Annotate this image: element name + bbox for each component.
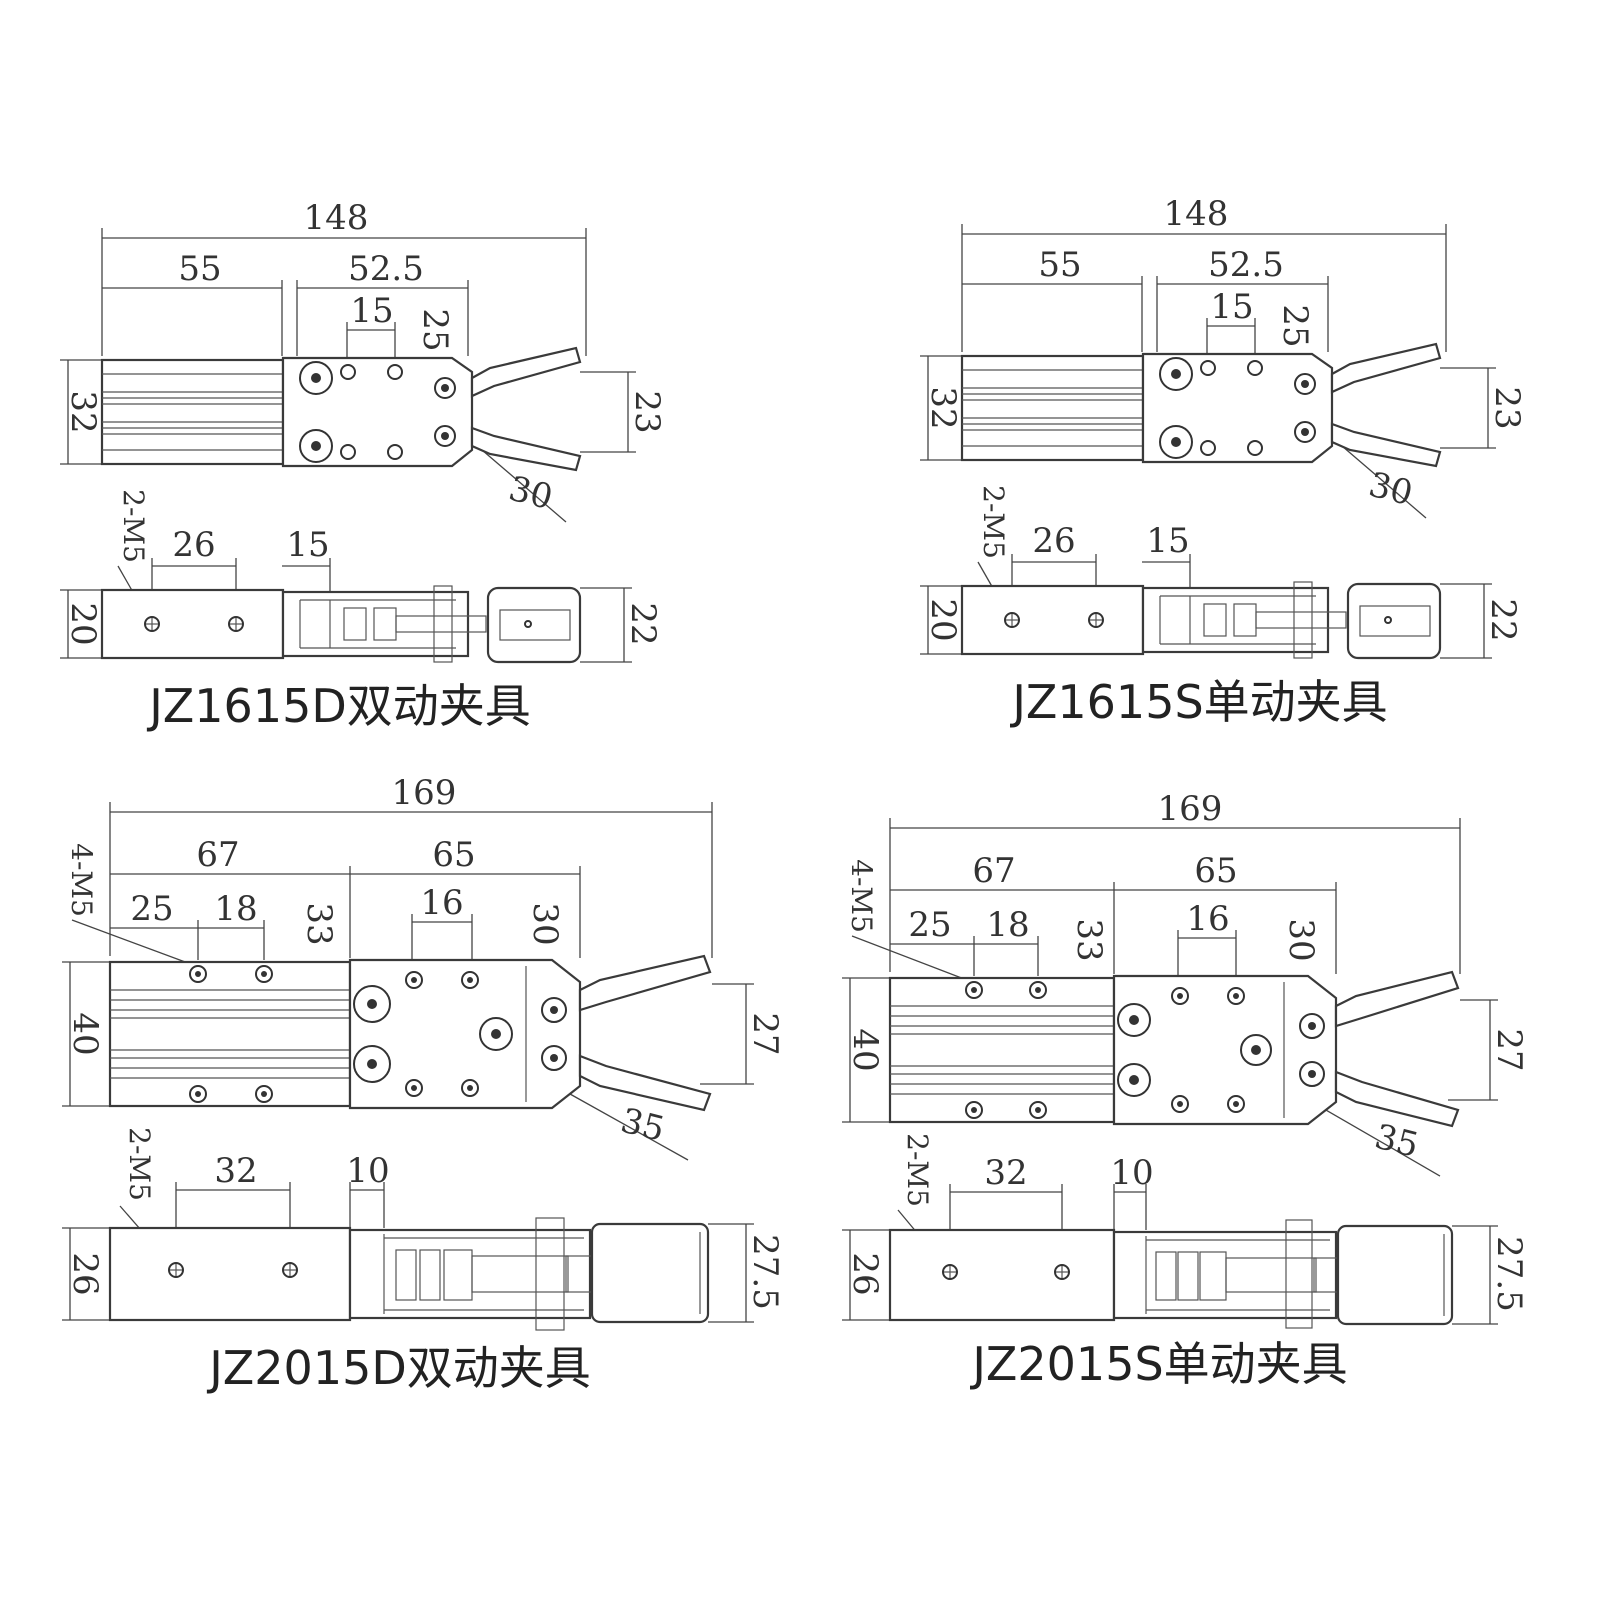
dim-jaw-length: 30 xyxy=(1365,465,1417,514)
dim-jaw-open: 23 xyxy=(1487,386,1527,429)
dim-side-offset: 10 xyxy=(346,1151,389,1191)
dim-side-height: 26 xyxy=(65,1252,105,1295)
top-view: 148 55 52.5 15 25 32 23 30 xyxy=(920,194,1527,519)
dim-jaw-open: 27 xyxy=(1489,1028,1529,1071)
dim-jaw-length: 30 xyxy=(505,469,557,518)
dim-overall: 148 xyxy=(304,198,369,238)
dim-side-height: 20 xyxy=(63,602,103,645)
dim-width: 32 xyxy=(63,390,103,433)
dim-jaw-open: 23 xyxy=(627,390,667,433)
dim-side-height: 20 xyxy=(923,598,963,641)
dim-body: 55 xyxy=(178,249,221,289)
label-thread: 2-M5 xyxy=(123,1127,156,1201)
dim-head-hole: 16 xyxy=(420,883,463,923)
label-thread: 2-M5 xyxy=(901,1133,934,1207)
dim-width: 32 xyxy=(923,386,963,429)
dim-hole-b: 18 xyxy=(214,889,257,929)
dim-overall: 169 xyxy=(1158,789,1223,829)
dim-jaw-length: 35 xyxy=(617,1101,669,1150)
top-view: 169 67 65 25 18 33 16 30 4-M5 xyxy=(62,773,785,1161)
dim-head: 52.5 xyxy=(348,249,424,289)
dim-side-jaw-height: 22 xyxy=(623,602,663,645)
caption: JZ2015D双动夹具 xyxy=(206,1341,591,1395)
dim-head-vertical: 30 xyxy=(1281,918,1321,961)
dim-hole-vertical: 25 xyxy=(1275,304,1315,347)
dim-side-hole-spacing: 26 xyxy=(1032,521,1075,561)
dim-hole-spacing: 15 xyxy=(350,291,393,331)
side-view: 32 10 2-M5 26 27.5 xyxy=(842,1133,1529,1329)
label-thread: 2-M5 xyxy=(117,489,150,563)
dim-side-offset: 10 xyxy=(1110,1153,1153,1193)
dim-side-offset: 15 xyxy=(286,525,329,565)
dim-hole-spacing: 15 xyxy=(1210,287,1253,327)
dim-body: 67 xyxy=(972,851,1015,891)
dim-overall: 148 xyxy=(1164,194,1229,234)
dim-side-jaw-height: 22 xyxy=(1483,598,1523,641)
dim-overall: 169 xyxy=(392,773,457,813)
dim-hole-vertical: 33 xyxy=(1069,918,1109,961)
dim-body: 67 xyxy=(196,835,239,875)
dim-hole-b: 18 xyxy=(986,905,1029,945)
dim-side-hole-spacing: 26 xyxy=(172,525,215,565)
dim-head: 52.5 xyxy=(1208,245,1284,285)
panel-jz2015d: 169 67 65 25 18 33 16 30 4-M5 xyxy=(62,773,785,1395)
dim-head-vertical: 30 xyxy=(525,902,565,945)
dim-head-hole: 16 xyxy=(1186,899,1229,939)
dim-hole-vertical: 33 xyxy=(299,902,339,945)
label-thread: 2-M5 xyxy=(977,485,1010,559)
top-view: 148 55 52.5 15 25 32 23 30 xyxy=(60,198,667,523)
dim-side-jaw-height: 27.5 xyxy=(1489,1236,1529,1312)
caption: JZ1615D双动夹具 xyxy=(146,679,531,733)
dim-side-offset: 15 xyxy=(1146,521,1189,561)
dim-hole-vertical: 25 xyxy=(415,308,455,351)
dim-head: 65 xyxy=(432,835,475,875)
dim-side-hole-spacing: 32 xyxy=(984,1153,1027,1193)
caption: JZ1615S单动夹具 xyxy=(1009,675,1387,729)
dim-side-jaw-height: 27.5 xyxy=(745,1234,785,1310)
dim-width: 40 xyxy=(65,1012,105,1055)
panel-jz2015s: 169 67 65 25 18 33 16 30 4-M5 xyxy=(842,789,1529,1391)
top-view: 169 67 65 25 18 33 16 30 4-M5 xyxy=(842,789,1529,1177)
dim-jaw-open: 27 xyxy=(745,1012,785,1055)
dim-hole-a: 25 xyxy=(908,905,951,945)
dim-side-hole-spacing: 32 xyxy=(214,1151,257,1191)
dim-body: 55 xyxy=(1038,245,1081,285)
dim-width: 40 xyxy=(845,1028,885,1071)
label-thread: 4-M5 xyxy=(845,859,878,933)
label-thread: 4-M5 xyxy=(65,843,98,917)
caption: JZ2015S单动夹具 xyxy=(969,1337,1347,1391)
panel-jz1615s: 148 55 52.5 15 25 32 23 30 xyxy=(920,194,1527,729)
panel-jz1615d: 148 55 52.5 15 25 32 23 30 xyxy=(60,198,667,733)
dim-jaw-length: 35 xyxy=(1371,1117,1423,1166)
dim-hole-a: 25 xyxy=(130,889,173,929)
side-view: 26 15 2-M5 20 22 xyxy=(60,489,663,664)
dim-side-height: 26 xyxy=(845,1252,885,1295)
side-view: 26 15 2-M5 20 22 xyxy=(920,485,1523,660)
side-view: 32 10 2-M5 26 27.5 xyxy=(62,1127,785,1331)
dim-head: 65 xyxy=(1194,851,1237,891)
